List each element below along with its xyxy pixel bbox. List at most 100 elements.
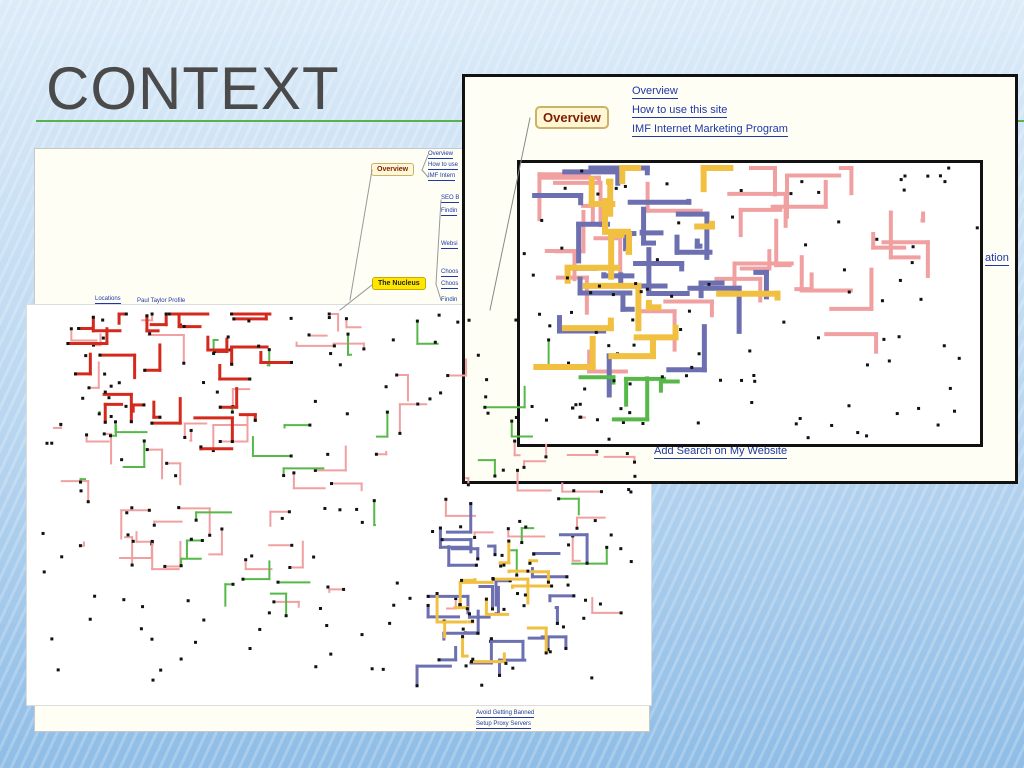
graph-node — [85, 433, 89, 437]
graph-node — [288, 565, 292, 569]
graph-node — [101, 336, 105, 340]
locations-link: Locations — [95, 296, 121, 304]
graph-node — [697, 352, 701, 356]
graph-node — [631, 318, 635, 322]
overview-link-1: Overview — [428, 151, 454, 159]
graph-node — [444, 497, 448, 501]
graph-node — [572, 489, 576, 493]
graph-node — [687, 309, 691, 313]
graph-node — [327, 316, 331, 320]
graph-node — [579, 415, 583, 419]
graph-node — [189, 428, 193, 432]
graph-node — [619, 407, 623, 411]
graph-node — [45, 441, 49, 445]
graph-node — [511, 666, 515, 670]
graph-node — [538, 312, 542, 316]
graph-node — [633, 460, 637, 464]
graph-node — [408, 596, 412, 600]
graph-node — [555, 621, 559, 625]
graph-node — [330, 482, 334, 486]
graph-node — [526, 569, 530, 573]
nucleus-node: The Nucleus — [372, 277, 426, 290]
graph-node — [865, 434, 869, 438]
graph-node — [290, 360, 294, 364]
graph-node — [272, 600, 276, 604]
graph-node — [314, 665, 318, 669]
avoid-banned-link: Avoid Getting Banned — [476, 710, 535, 718]
graph-node — [486, 411, 490, 415]
graph-node — [837, 220, 841, 224]
graph-node — [794, 422, 798, 426]
graph-node — [544, 418, 548, 422]
graph-node — [103, 390, 107, 394]
graph-node — [292, 471, 296, 475]
graph-node — [516, 468, 520, 472]
graph-node — [289, 316, 293, 320]
graph-node — [489, 637, 493, 641]
graph-node — [471, 657, 475, 661]
overview-node: Overview — [371, 163, 415, 176]
graph-node — [122, 598, 126, 602]
graph-node — [919, 297, 923, 301]
graph-node — [84, 354, 88, 358]
nucleus-link-5: Choos — [441, 281, 459, 289]
graph-node — [507, 539, 511, 543]
graph-node — [179, 657, 183, 661]
zoom-overview-node: Overview — [535, 106, 609, 129]
graph-node — [313, 399, 317, 403]
graph-node — [329, 352, 333, 356]
graph-node — [484, 597, 488, 601]
graph-node — [148, 332, 152, 336]
overview-link-2: How to use — [428, 162, 459, 170]
graph-node — [597, 284, 601, 288]
graph-node — [395, 581, 399, 585]
graph-node — [88, 617, 92, 621]
graph-node — [485, 378, 489, 382]
add-search-link: Add Search on My Website — [654, 445, 788, 459]
graph-node — [60, 555, 64, 559]
graph-node — [41, 531, 45, 535]
graph-node — [250, 554, 254, 558]
graph-node — [670, 294, 674, 298]
graph-node — [880, 299, 884, 303]
graph-node — [454, 597, 458, 601]
graph-node — [98, 353, 102, 357]
graph-node — [230, 362, 234, 366]
graph-node — [247, 319, 251, 323]
graph-node — [975, 226, 979, 230]
graph-node — [440, 538, 444, 542]
graph-node — [632, 343, 636, 347]
graph-node — [66, 342, 70, 346]
graph-node — [385, 410, 389, 414]
graph-node — [109, 434, 113, 438]
graph-node — [438, 526, 442, 530]
graph-node — [856, 431, 860, 435]
graph-node — [665, 182, 669, 186]
graph-node — [948, 386, 952, 390]
graph-node — [611, 293, 615, 297]
graph-node — [120, 458, 124, 462]
graph-node — [77, 327, 81, 331]
graph-node — [548, 650, 552, 654]
graph-node — [887, 359, 891, 363]
graph-node — [177, 506, 181, 510]
graph-node — [141, 605, 145, 609]
graph-node — [391, 338, 395, 342]
mind-map-connector — [435, 283, 442, 301]
graph-node — [599, 490, 603, 494]
graph-node — [199, 445, 203, 449]
graph-node — [267, 611, 271, 615]
graph-node — [480, 683, 484, 687]
graph-node — [491, 577, 495, 581]
graph-node — [109, 414, 113, 418]
graph-node — [186, 599, 190, 603]
graph-node — [679, 328, 683, 332]
graph-node — [546, 580, 550, 584]
graph-node — [589, 291, 593, 295]
graph-node — [830, 423, 834, 427]
graph-node — [284, 614, 288, 618]
graph-node — [79, 480, 83, 484]
graph-node — [325, 624, 329, 628]
graph-node — [257, 344, 261, 348]
graph-node — [290, 543, 294, 547]
